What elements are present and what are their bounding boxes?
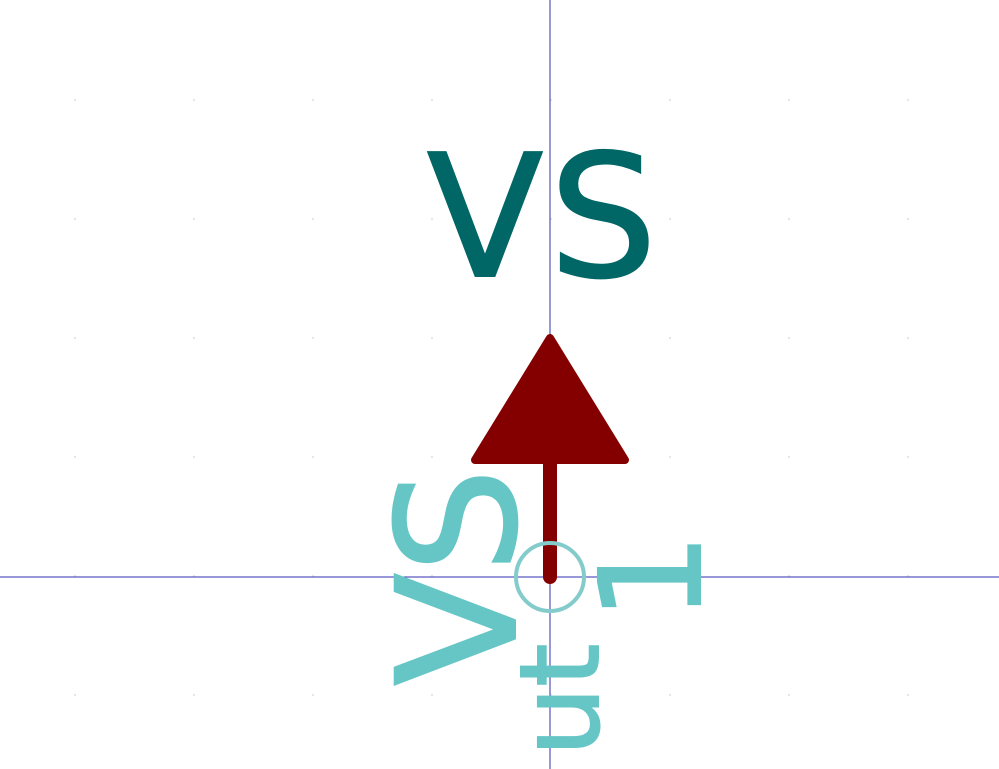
- grid-dot: [73, 336, 77, 340]
- grid-dot: [787, 98, 791, 102]
- grid-dot: [787, 217, 791, 221]
- grid-dot: [906, 455, 910, 459]
- grid-dot: [906, 217, 910, 221]
- grid-dot: [668, 98, 672, 102]
- grid-dot: [192, 98, 196, 102]
- grid-dot: [668, 455, 672, 459]
- grid-dot: [192, 455, 196, 459]
- pin-name-label: VS: [362, 468, 554, 686]
- grid-dot: [192, 336, 196, 340]
- grid-dot: [73, 693, 77, 697]
- grid-dot: [73, 217, 77, 221]
- grid-dot: [430, 98, 434, 102]
- pin-number-label: 1: [571, 532, 734, 621]
- grid-dot: [430, 217, 434, 221]
- grid-dot: [430, 693, 434, 697]
- grid-dot: [311, 693, 315, 697]
- grid-dot: [906, 336, 910, 340]
- grid-dot: [73, 98, 77, 102]
- grid-dot: [311, 336, 315, 340]
- grid-dot: [430, 336, 434, 340]
- grid-dot: [192, 693, 196, 697]
- grid-dot: [311, 98, 315, 102]
- pin-type-label: ut: [496, 644, 624, 757]
- grid-dot: [668, 217, 672, 221]
- grid-dot: [73, 455, 77, 459]
- grid-dot: [906, 98, 910, 102]
- grid-dot: [668, 336, 672, 340]
- power-symbol-triangle[interactable]: [471, 334, 629, 464]
- grid-dot: [311, 455, 315, 459]
- grid-dot: [311, 217, 315, 221]
- grid-dot: [787, 336, 791, 340]
- grid-dot: [430, 455, 434, 459]
- grid-dot: [192, 217, 196, 221]
- grid-dot: [668, 693, 672, 697]
- grid-dot: [787, 693, 791, 697]
- value-label[interactable]: VS: [426, 118, 663, 318]
- grid-dot: [787, 455, 791, 459]
- grid-dot: [906, 693, 910, 697]
- pin-anchor-circle[interactable]: [514, 541, 586, 613]
